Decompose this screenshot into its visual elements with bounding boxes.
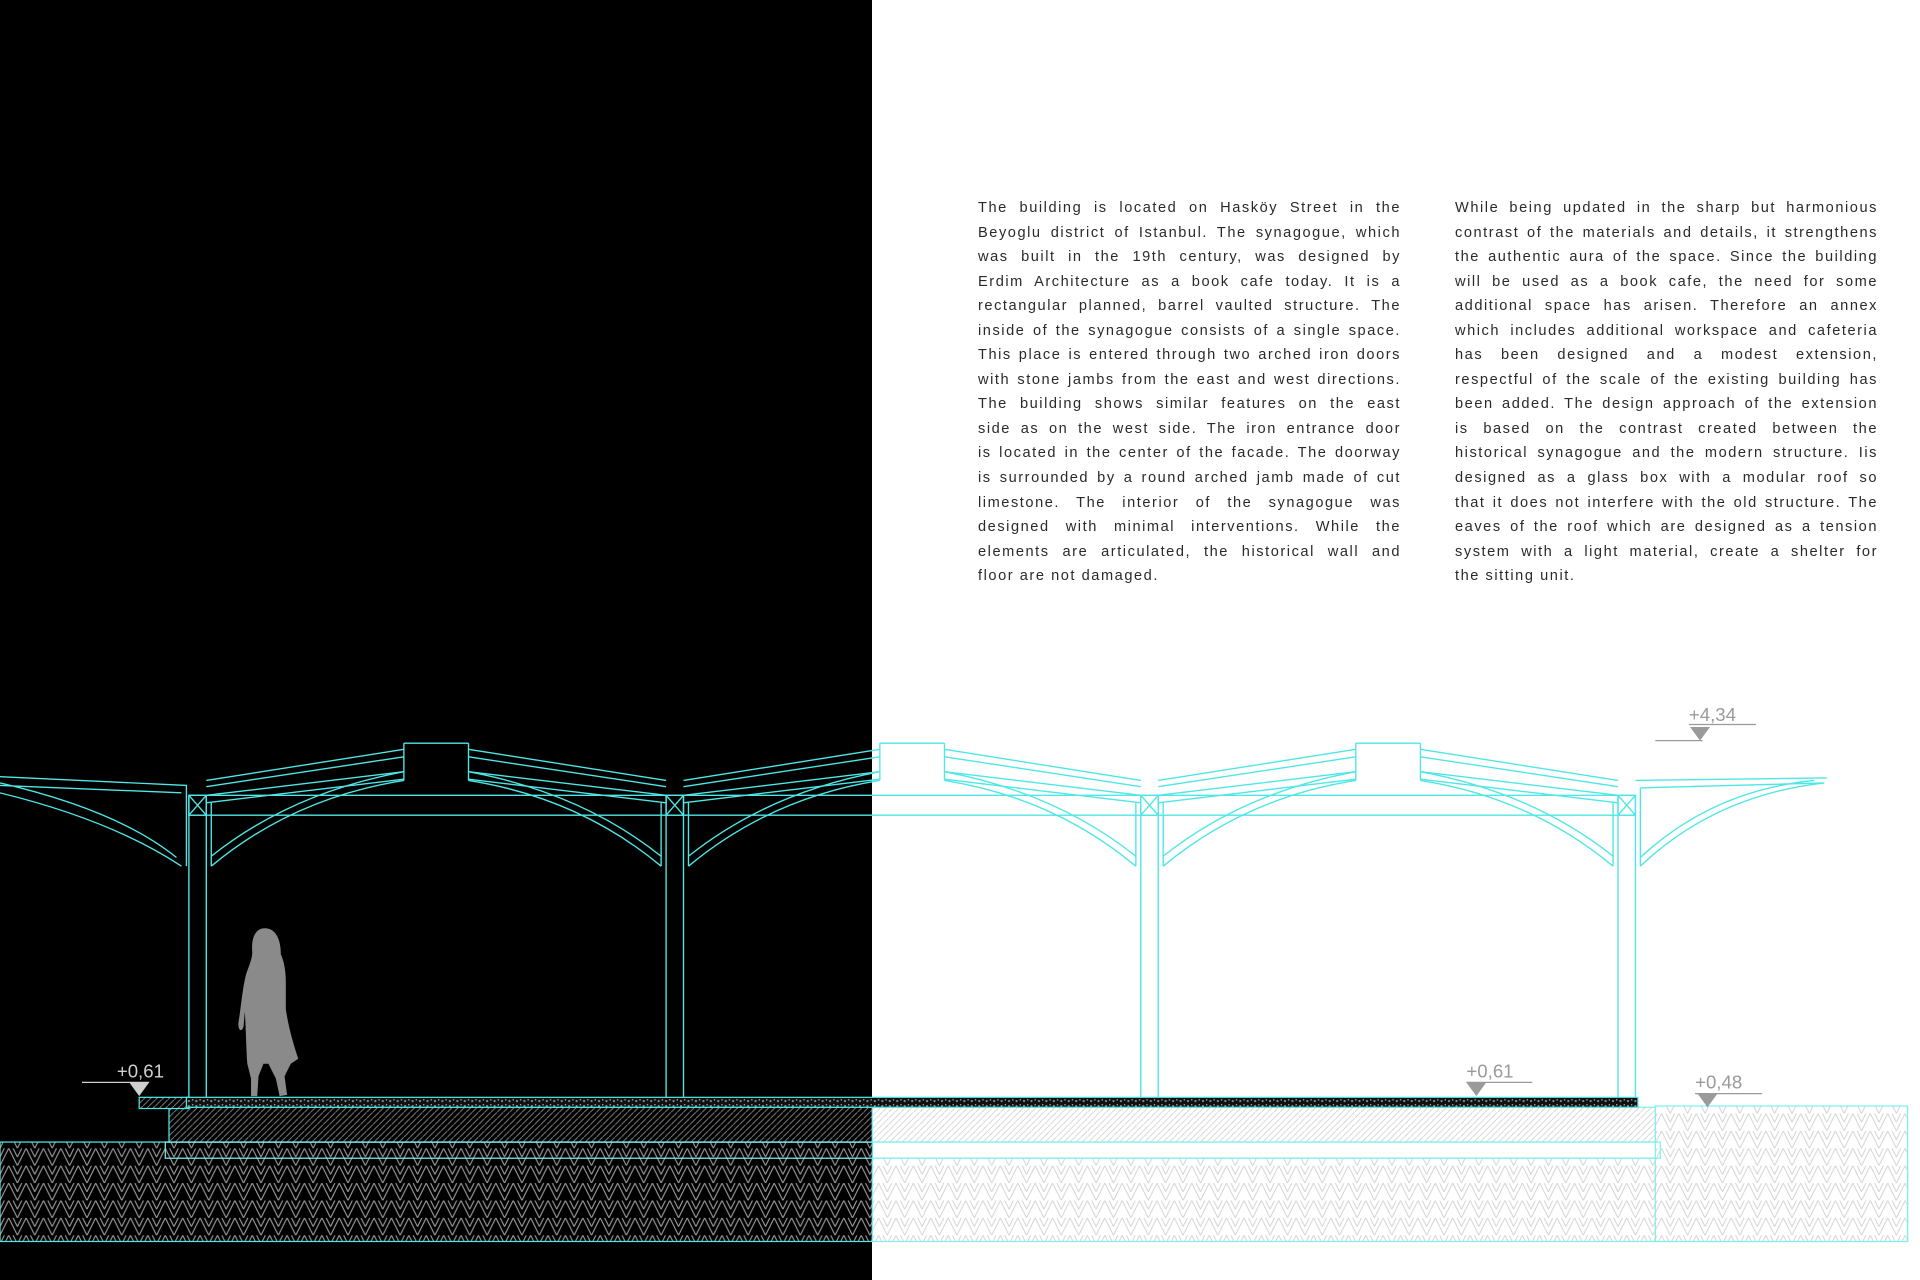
paragraph-line: rectangular planned, barrel vaulted stru… <box>978 298 1401 315</box>
roof-rafter <box>944 748 1141 804</box>
paragraph-line: limestone. The interior of the synagogue… <box>978 494 1401 511</box>
elevation-marker-floor-right: +0,61 <box>1466 1060 1533 1097</box>
roof-rafter <box>206 748 404 804</box>
paragraph-line: The building shows similar features on t… <box>978 396 1401 413</box>
paragraph-line: eaves of the roof which are designed as … <box>1455 519 1878 536</box>
paragraph-line: inside of the synagogue consists of a si… <box>978 322 1401 339</box>
column-joint <box>665 794 685 816</box>
paragraph-line: has been designed and a modest extension… <box>1455 347 1878 364</box>
paragraph-line: additional space has arisen. Therefore a… <box>1455 298 1878 315</box>
elevation-label: +0,48 <box>1695 1072 1742 1093</box>
column <box>1140 795 1159 1098</box>
paragraph-line: been added. The design approach of the e… <box>1455 396 1878 413</box>
paragraph-line: respectful of the scale of the existing … <box>1455 371 1878 388</box>
roof-rafter <box>683 748 880 804</box>
column-joint <box>1617 794 1637 816</box>
paragraph-line: system with a light material, create a s… <box>1455 543 1878 560</box>
paragraph-line: designed as a glass box with a modular r… <box>1455 470 1878 487</box>
paragraph-line: This place is entered through two arched… <box>978 347 1401 364</box>
column-joint <box>188 794 207 816</box>
paragraph-line: was built in the 19th century, was desig… <box>978 249 1401 266</box>
elevation-label: +0,61 <box>117 1060 164 1081</box>
paragraph-line: is surrounded by a round arched jamb mad… <box>978 470 1401 487</box>
roof-lantern <box>403 742 470 781</box>
curved-brace <box>210 771 405 867</box>
paragraph-line: with stone jambs from the east and west … <box>978 371 1401 388</box>
paragraph-line: is located in the center of the facade. … <box>978 445 1401 462</box>
paragraph-line: The building is located on Hasköy Street… <box>978 200 1401 216</box>
paragraph-line: is based on the contrast created between… <box>1455 420 1878 437</box>
paragraph-line: contrast of the materials and details, i… <box>1455 224 1878 241</box>
human-figure-silhouette <box>238 928 299 1097</box>
foundation <box>138 1096 1661 1159</box>
roof-lantern <box>879 742 946 781</box>
paragraph-line: will be used as a book cafe, the need fo… <box>1455 273 1878 290</box>
paragraph-line: Beyoglu district of Istanbul. The synago… <box>978 224 1401 241</box>
curved-brace <box>1162 771 1356 867</box>
column <box>1617 795 1637 1098</box>
right-eave <box>1635 777 1827 867</box>
description-column-left: The building is located on Hasköy Street… <box>978 196 1401 589</box>
paragraph-line: designed with minimal interventions. Whi… <box>978 519 1401 536</box>
roof-lantern <box>1355 742 1422 781</box>
paragraph-line: side as on the west side. The iron entra… <box>978 420 1401 437</box>
paragraph-line: historical synagogue and the modern stru… <box>1455 445 1878 462</box>
paragraph-line: Erdim Architecture as a book cafe today.… <box>978 273 1401 290</box>
column-joint <box>1140 794 1159 816</box>
roof-rafter <box>1158 748 1356 804</box>
column <box>665 795 685 1098</box>
description-column-right: While being updated in the sharp but har… <box>1455 196 1878 589</box>
elevation-marker-roof-top: +4,34 <box>1655 704 1756 742</box>
dark-background-panel <box>0 0 872 1280</box>
paragraph-line: that it does not interfere with the old … <box>1455 494 1878 511</box>
elevation-marker-ground-right: +0,48 <box>1695 1072 1763 1108</box>
column <box>188 795 207 1098</box>
curved-brace <box>468 771 662 867</box>
elevation-label: +0,61 <box>1466 1060 1513 1081</box>
elevation-label: +4,34 <box>1689 704 1736 725</box>
curved-brace <box>1420 771 1614 867</box>
elevation-marker-entry-left: +0,61 <box>82 1060 164 1097</box>
left-eave <box>0 776 188 867</box>
paragraph-line: floor are not damaged. <box>978 568 1159 585</box>
steel-structure <box>0 742 1827 1098</box>
curved-brace <box>687 771 880 867</box>
roof-rafter <box>1420 748 1619 804</box>
paragraph-line: the authentic aura of the space. Since t… <box>1455 249 1878 266</box>
paragraph-line: which includes additional workspace and … <box>1455 322 1878 339</box>
paragraph-line: While being updated in the sharp but har… <box>1455 200 1878 216</box>
floor-slab <box>185 1096 1639 1108</box>
curved-brace <box>944 771 1137 867</box>
paragraph-line: the sitting unit. <box>1455 568 1576 585</box>
roof-rafter <box>468 748 667 804</box>
paragraph-line: elements are articulated, the historical… <box>978 543 1401 560</box>
